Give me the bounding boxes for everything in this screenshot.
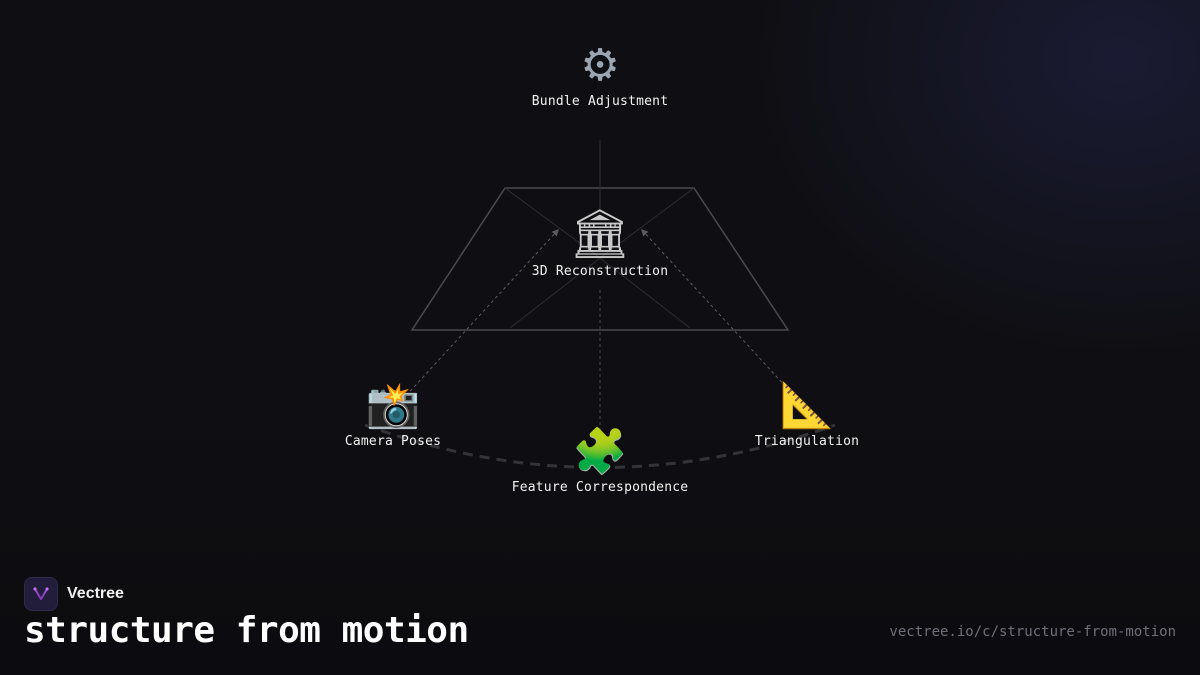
classical-building-icon: 🏛	[569, 206, 631, 262]
brand-name: Vectree	[67, 585, 124, 602]
node-label: Feature Correspondence	[511, 480, 689, 495]
frame-diagonal	[599, 187, 695, 259]
frame-diagonal	[504, 187, 601, 259]
bottom-dashed-arc	[364, 423, 836, 469]
frame-diagonal	[509, 257, 601, 329]
node-label: Bundle Adjustment	[531, 94, 669, 109]
node-label: Camera Poses	[344, 434, 442, 449]
node-camera-poses: 📸 Camera Poses	[344, 380, 442, 450]
triangular-ruler-icon: 📐	[779, 380, 835, 431]
vectree-logo-icon	[24, 577, 58, 611]
frame-diagonal	[599, 257, 691, 329]
page-url: vectree.io/c/structure-from-motion	[889, 624, 1176, 640]
pyramid-frame	[410, 187, 790, 331]
node-triangulation: 📐 Triangulation	[754, 380, 860, 450]
node-bundle-adjustment: ⚙ Bundle Adjustment	[531, 40, 669, 110]
puzzle-piece-icon: 🧩	[572, 426, 628, 477]
arrow-triangulation-to-reconstruction	[641, 228, 799, 401]
node-feature-correspondence: 🧩 Feature Correspondence	[511, 426, 689, 496]
node-label: 3D Reconstruction	[531, 264, 669, 279]
page-title: structure from motion	[24, 610, 469, 651]
gear-icon: ⚙	[580, 40, 620, 91]
brand: Vectree	[24, 577, 124, 611]
camera-flash-icon: 📸	[365, 380, 421, 431]
node-label: Triangulation	[754, 434, 860, 449]
arrow-camera-to-reconstruction	[401, 228, 559, 401]
node-3d-reconstruction: 🏛 3D Reconstruction	[532, 210, 668, 279]
